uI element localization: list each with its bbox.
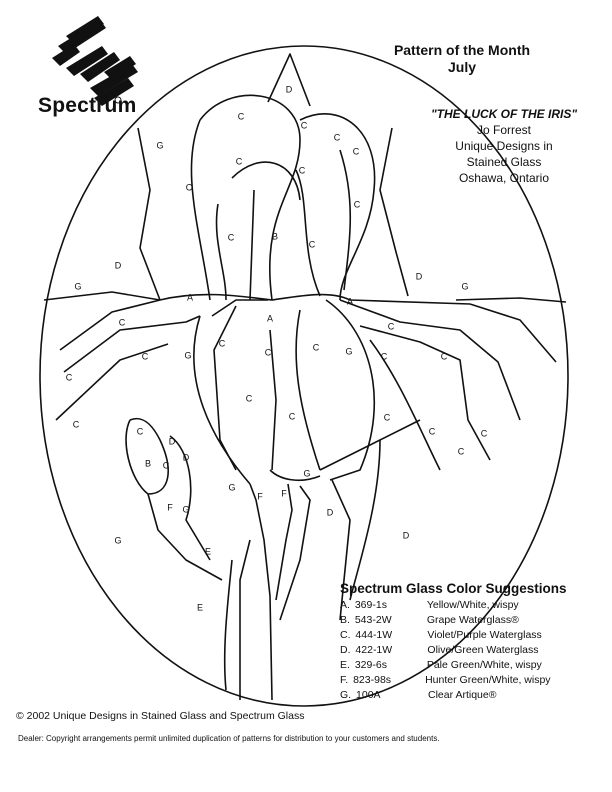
region-label: C (219, 338, 226, 348)
region-label: F (257, 491, 263, 501)
region-label: C (354, 199, 361, 209)
region-label: C (313, 342, 320, 352)
region-label: G (74, 281, 81, 291)
region-label: F (167, 502, 173, 512)
region-label: C (137, 426, 144, 436)
suggestion-code: 823-98s (353, 674, 392, 686)
suggestion-name: Hunter Green/White, wispy (425, 674, 551, 686)
suggestion-name: Yellow/White, wispy (426, 599, 519, 611)
region-label: D (403, 530, 410, 540)
suggestion-row: D. 422-1W Olive/Green Waterglass (340, 643, 600, 658)
region-label: G (182, 504, 189, 514)
region-label: C (309, 239, 316, 249)
region-label: C (228, 232, 235, 242)
suggestion-letter: B. (340, 614, 350, 626)
suggestion-row: G. 100A Clear Artique® (340, 688, 600, 703)
copyright-notice: © 2002 Unique Designs in Stained Glass a… (16, 710, 305, 722)
suggestion-code: 369-1s (354, 599, 387, 611)
region-label: C (441, 351, 448, 361)
suggestion-name: Olive/Green Waterglass (427, 644, 539, 656)
region-label: C (353, 146, 360, 156)
region-label: E (205, 546, 211, 556)
suggestion-row: B. 543-2W Grape Waterglass® (340, 613, 600, 628)
suggestion-name: Violet/Purple Waterglass (427, 629, 542, 641)
suggestion-row: A. 369-1s Yellow/White, wispy (340, 598, 600, 613)
suggestion-code: 329-6s (354, 659, 387, 671)
region-label: B (145, 458, 151, 468)
suggestion-row: F. 823-98s Hunter Green/White, wispy (340, 673, 600, 688)
region-label: C (163, 460, 170, 470)
pattern-month: July (447, 59, 476, 75)
region-label: C (289, 411, 296, 421)
suggestion-row: E. 329-6s Pale Green/White, wispy (340, 658, 600, 673)
region-label: C (265, 347, 272, 357)
region-label: G (114, 535, 121, 545)
spectrum-logo-icon (52, 16, 138, 106)
region-label: G (461, 281, 468, 291)
suggestion-name: Pale Green/White, wispy (426, 659, 542, 671)
region-label: D (115, 260, 122, 270)
suggestion-letter: A. (340, 599, 350, 611)
region-label: F (281, 488, 287, 498)
dealer-notice: Dealer: Copyright arrangements permit un… (18, 734, 440, 743)
region-label: D (183, 452, 190, 462)
suggestion-code: 100A (356, 689, 381, 701)
studio-line-2: Stained Glass (466, 155, 542, 169)
region-label: C (142, 351, 149, 361)
region-label: D (169, 436, 176, 446)
suggestions-heading: Spectrum Glass Color Suggestions (340, 581, 567, 596)
studio-line-1: Unique Designs in (455, 139, 553, 153)
region-label: C (458, 446, 465, 456)
region-label: C (66, 372, 73, 382)
suggestion-code: 422-1W (355, 644, 393, 656)
region-label: A (187, 292, 193, 302)
designer-name: Jo Forrest (476, 123, 531, 137)
suggestion-code: 444-1W (355, 629, 393, 641)
region-label: C (119, 317, 126, 327)
suggestion-name: Grape Waterglass® (426, 614, 519, 626)
pattern-title: Pattern of the Month (393, 42, 531, 58)
suggestion-letter: F. (340, 674, 349, 686)
suggestion-letter: C. (340, 629, 351, 641)
region-label: E (197, 602, 203, 612)
color-suggestions: Spectrum Glass Color Suggestions A. 369-… (340, 581, 600, 703)
region-label: C (388, 321, 395, 331)
region-label: G (303, 468, 310, 478)
brand-name: Spectrum (38, 94, 137, 117)
region-label: C (73, 419, 80, 429)
suggestion-name: Clear Artique® (428, 689, 497, 701)
suggestion-code: 543-2W (354, 614, 392, 626)
region-label: C (246, 393, 253, 403)
region-label: G (184, 350, 191, 360)
region-label: C (429, 426, 436, 436)
region-label: A (267, 313, 273, 323)
region-label: C (186, 182, 193, 192)
region-label: C (384, 412, 391, 422)
suggestion-letter: D. (340, 644, 351, 656)
region-label: C (238, 111, 245, 121)
region-label: C (381, 351, 388, 361)
region-label: D (286, 84, 293, 94)
region-label: C (236, 156, 243, 166)
region-label: C (299, 165, 306, 175)
region-label: G (345, 346, 352, 356)
region-label: G (156, 140, 163, 150)
studio-location: Oshawa, Ontario (458, 171, 550, 185)
region-label: C (481, 428, 488, 438)
pattern-header: Pattern of the Month July (362, 42, 562, 76)
suggestion-row: C. 444-1W Violet/Purple Waterglass (340, 628, 600, 643)
region-label: C (334, 132, 341, 142)
region-label: A (347, 296, 353, 306)
suggestion-letter: E. (340, 659, 350, 671)
region-label: D (416, 271, 423, 281)
region-label: D (327, 507, 334, 517)
suggestion-letter: G. (340, 689, 352, 701)
region-label: C (301, 120, 308, 130)
region-label: B (272, 231, 278, 241)
region-label: G (228, 482, 235, 492)
